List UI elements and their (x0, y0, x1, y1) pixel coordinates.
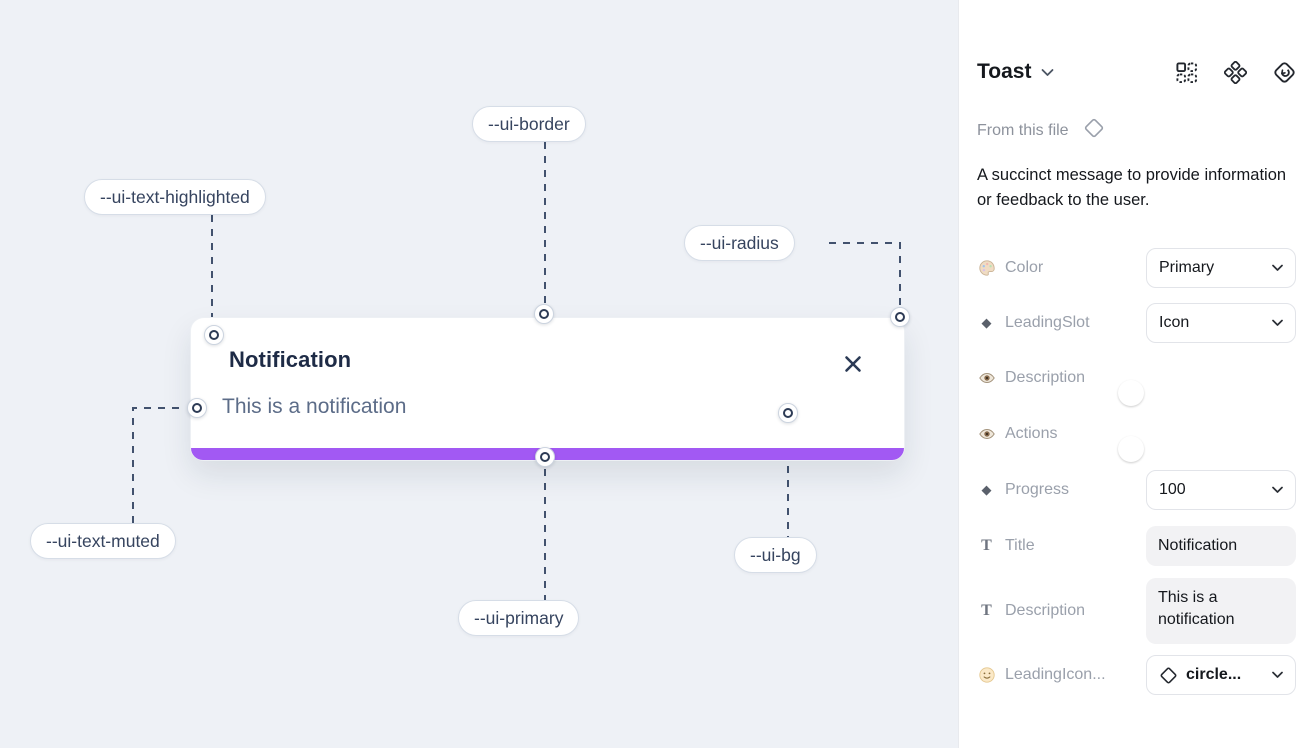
connector-dot-bg[interactable] (778, 403, 798, 423)
prop-row-leading-icon: LeadingIcon... circle... (977, 655, 1296, 695)
diamond-icon: ◆ (981, 482, 992, 497)
token-label-ui-text-highlighted[interactable]: --ui-text-highlighted (84, 179, 266, 215)
instance-swap-icon[interactable] (1175, 61, 1198, 84)
token-label-ui-radius[interactable]: --ui-radius (684, 225, 795, 261)
chevron-down-icon (1272, 319, 1283, 327)
progress-select[interactable]: 100 (1146, 470, 1296, 510)
prop-label-description-toggle: Description (1005, 369, 1086, 386)
prop-row-description-text: T Description This is a notification (977, 576, 1296, 646)
chevron-down-icon (1272, 486, 1283, 494)
connector-dot-text-highlighted[interactable] (204, 325, 224, 345)
prop-label-progress: Progress (1005, 481, 1070, 498)
prop-label-description-text: Description (1005, 602, 1086, 619)
color-select[interactable]: Primary (1146, 248, 1296, 288)
prop-row-progress: ◆ Progress 100 (977, 470, 1296, 510)
design-canvas: Notification This is a notification --ui… (0, 0, 958, 748)
prop-label-leading-slot: LeadingSlot (1005, 314, 1090, 331)
token-label-ui-primary[interactable]: --ui-primary (458, 600, 580, 636)
icon-diamond-icon (1159, 666, 1178, 685)
text-icon: T (981, 602, 992, 619)
prop-row-color: Color Primary (977, 248, 1296, 288)
toast-title: Notification (229, 347, 352, 372)
connector-dot-text-muted[interactable] (187, 398, 207, 418)
connector-dot-primary[interactable] (535, 447, 555, 467)
component-name: Toast (977, 60, 1032, 83)
diamond-icon: ◆ (981, 315, 992, 330)
leading-slot-select[interactable]: Icon (1146, 303, 1296, 343)
chevron-down-icon (1272, 671, 1283, 679)
eye-icon (977, 425, 996, 443)
palette-icon (977, 259, 996, 277)
file-diamond-icon[interactable] (1083, 117, 1105, 144)
prop-row-title: T Title Notification (977, 526, 1296, 566)
properties-panel: Toast (958, 0, 1312, 748)
toast-description: This is a notification (222, 395, 407, 418)
prop-label-title: Title (1005, 537, 1035, 554)
component-dropdown-chevron-icon[interactable] (1041, 68, 1054, 77)
prop-row-leading-slot: ◆ LeadingSlot Icon (977, 303, 1296, 343)
source-label: From this file (977, 121, 1069, 139)
description-input[interactable]: This is a notification (1146, 578, 1296, 644)
close-icon[interactable] (842, 353, 864, 375)
token-label-ui-bg[interactable]: --ui-bg (734, 537, 817, 573)
component-description: A succinct message to provide informatio… (977, 166, 1287, 209)
token-label-ui-border[interactable]: --ui-border (472, 106, 586, 142)
source-row: From this file (977, 117, 1105, 144)
token-label-ui-text-muted[interactable]: --ui-text-muted (30, 523, 176, 559)
panel-header: Toast (977, 57, 1296, 87)
toast-component-preview[interactable]: Notification This is a notification (190, 317, 905, 461)
connector-dot-border[interactable] (534, 304, 554, 324)
smiley-icon (977, 666, 996, 684)
eye-icon (977, 369, 996, 387)
leading-icon-select[interactable]: circle... (1146, 655, 1296, 695)
reset-component-icon[interactable] (1273, 61, 1296, 84)
prop-row-description-toggle: Description (977, 358, 1296, 406)
prop-label-actions-toggle: Actions (1005, 425, 1058, 442)
component-icon[interactable] (1224, 60, 1247, 84)
prop-row-actions-toggle: Actions (977, 414, 1296, 462)
prop-label-color: Color (1005, 259, 1044, 276)
prop-label-leading-icon: LeadingIcon... (1005, 666, 1106, 683)
connector-dot-radius[interactable] (890, 307, 910, 327)
title-input[interactable]: Notification (1146, 526, 1296, 566)
chevron-down-icon (1272, 264, 1283, 272)
text-icon: T (981, 537, 992, 554)
